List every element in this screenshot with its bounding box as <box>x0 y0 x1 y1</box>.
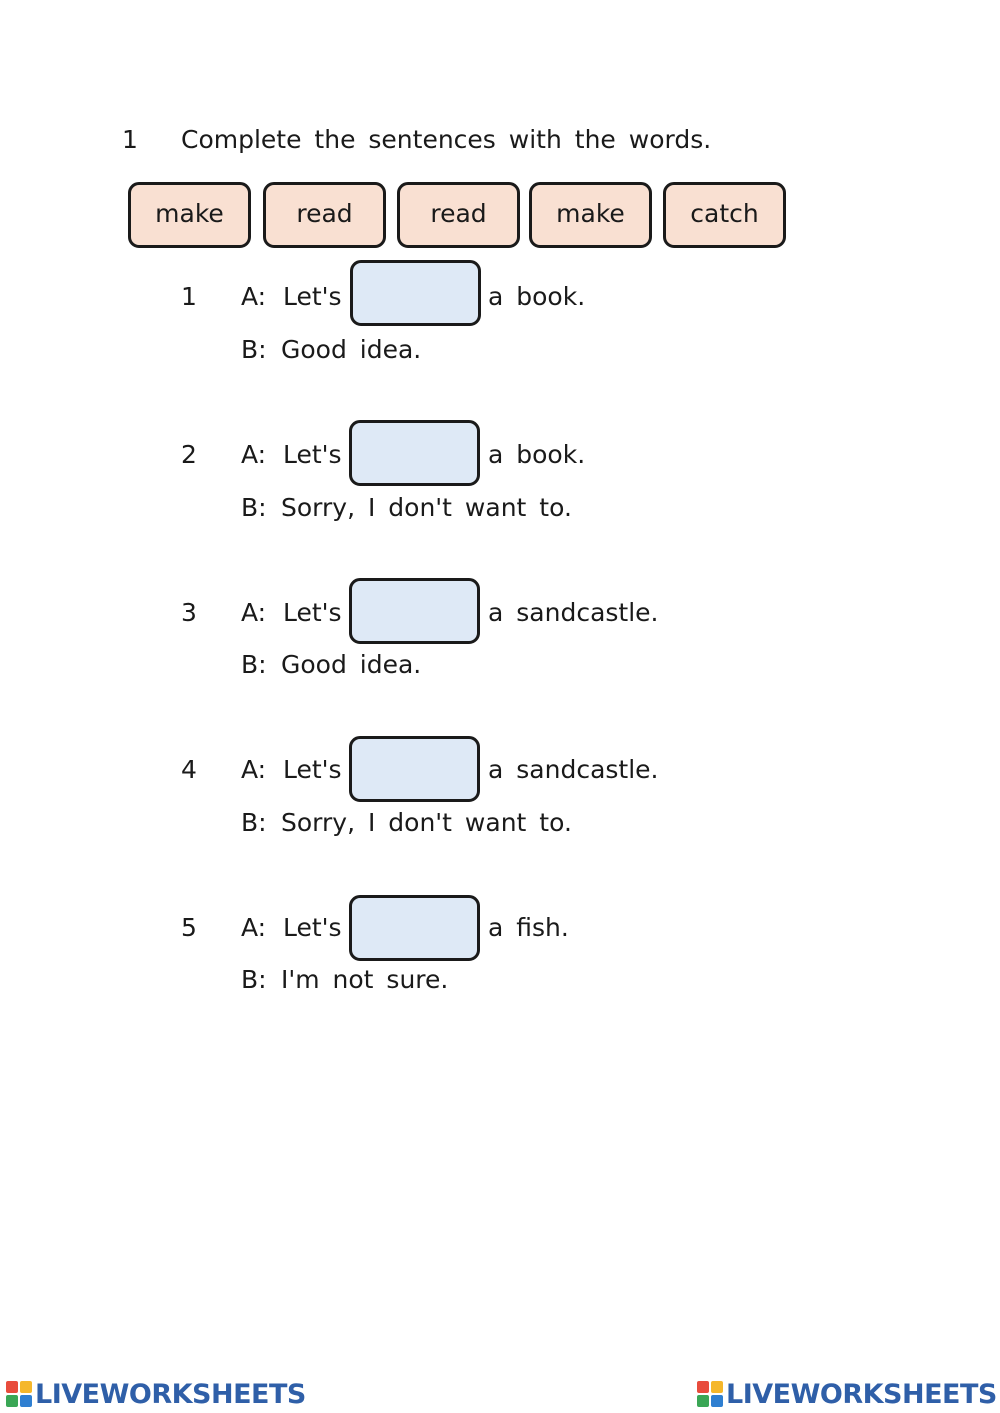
instruction-text: Complete the sentences with the words. <box>181 125 712 154</box>
instruction-number: 1 <box>122 125 138 154</box>
item-number: 3 <box>181 598 197 627</box>
sentence-end: a sandcastle. <box>488 598 659 627</box>
sentence-end: a fish. <box>488 913 569 942</box>
answer-drop-box[interactable] <box>350 260 481 326</box>
word-chip-make[interactable]: make <box>529 182 652 248</box>
answer-drop-box[interactable] <box>349 420 480 486</box>
answer-drop-box[interactable] <box>349 895 480 961</box>
reply-text: Sorry, I don't want to. <box>281 808 572 837</box>
answer-drop-box[interactable] <box>349 736 480 802</box>
word-chip-make[interactable]: make <box>128 182 251 248</box>
answer-drop-box[interactable] <box>349 578 480 644</box>
reply-text: I'm not sure. <box>281 965 449 994</box>
item-number: 1 <box>181 282 197 311</box>
reply-text: Good idea. <box>281 335 422 364</box>
reply-text: Good idea. <box>281 650 422 679</box>
speaker-a-label: A: <box>241 440 267 469</box>
sentence-start: Let's <box>283 282 342 311</box>
sentence-end: a book. <box>488 282 586 311</box>
speaker-a-label: A: <box>241 282 267 311</box>
speaker-a-label: A: <box>241 755 267 784</box>
word-chip-read[interactable]: read <box>263 182 386 248</box>
sentence-end: a book. <box>488 440 586 469</box>
speaker-b-label: B: <box>241 808 267 837</box>
footer-brand-text: LIVEWORKSHEETS <box>726 1378 997 1410</box>
sentence-start: Let's <box>283 598 342 627</box>
footer-logo-right: LIVEWORKSHEETS <box>697 1378 997 1410</box>
footer-brand-text: LIVEWORKSHEETS <box>35 1378 306 1410</box>
speaker-b-label: B: <box>241 650 267 679</box>
speaker-a-label: A: <box>241 913 267 942</box>
sentence-start: Let's <box>283 755 342 784</box>
footer-logo-left: LIVEWORKSHEETS <box>6 1378 306 1410</box>
sentence-start: Let's <box>283 913 342 942</box>
word-chip-read[interactable]: read <box>397 182 520 248</box>
speaker-a-label: A: <box>241 598 267 627</box>
sentence-end: a sandcastle. <box>488 755 659 784</box>
reply-text: Sorry, I don't want to. <box>281 493 572 522</box>
liveworksheets-logo-icon <box>697 1381 723 1407</box>
item-number: 4 <box>181 755 197 784</box>
speaker-b-label: B: <box>241 965 267 994</box>
liveworksheets-logo-icon <box>6 1381 32 1407</box>
speaker-b-label: B: <box>241 335 267 364</box>
sentence-start: Let's <box>283 440 342 469</box>
word-chip-catch[interactable]: catch <box>663 182 786 248</box>
item-number: 5 <box>181 913 197 942</box>
speaker-b-label: B: <box>241 493 267 522</box>
item-number: 2 <box>181 440 197 469</box>
